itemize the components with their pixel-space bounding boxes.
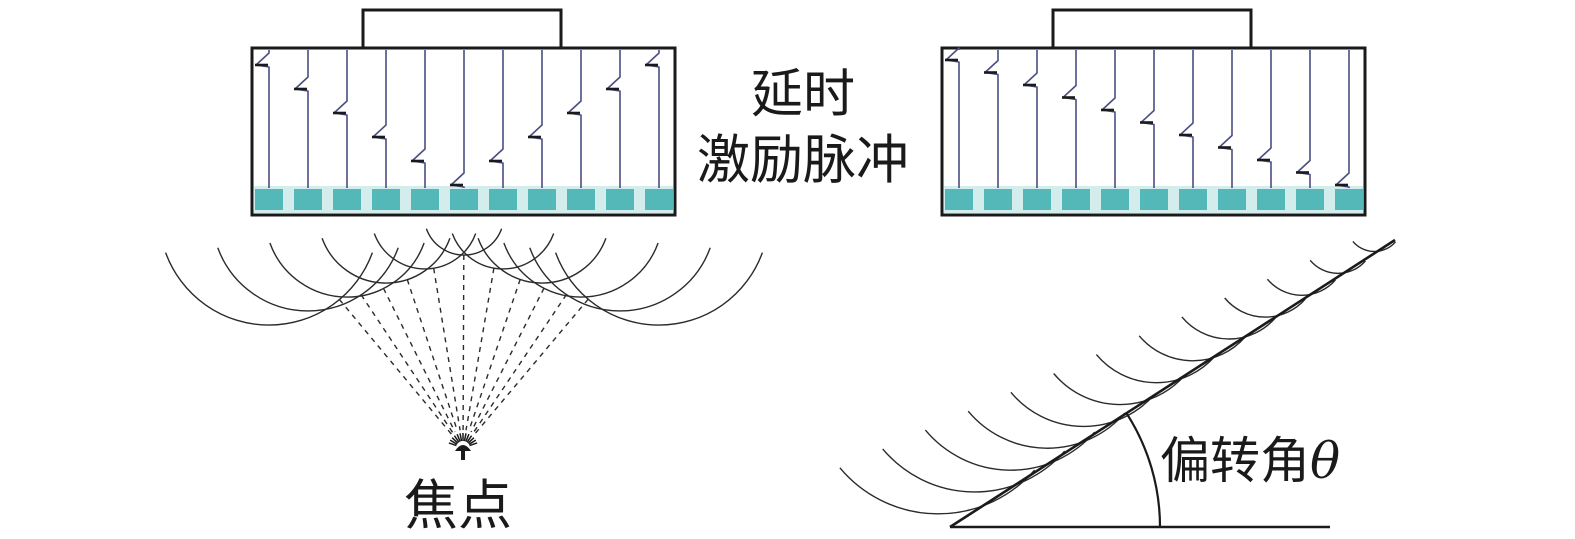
focus-ray-tick [453,435,460,443]
focus-ray-tick [469,442,478,447]
steering-array-element [1257,189,1285,210]
focusing-array-element [645,189,673,210]
focusing-ray [382,288,456,433]
focus-ray-tick [465,433,470,442]
steered-wavefront-arc [1053,373,1186,406]
focusing-wavefront-arc [217,247,399,312]
focusing-array-element [411,189,439,210]
focusing-wavefront-arc [554,252,764,326]
focusing-array-element [333,189,361,210]
steered-wavefront-arc [1010,391,1156,428]
focus-ray-tick [463,433,467,442]
steering-angle-geometry [949,238,1396,529]
steering-array-element [984,189,1012,210]
focal-point-marker [448,433,478,460]
steered-wavefront-arc [967,410,1126,449]
focusing-ray [360,294,454,434]
steering-probe [940,8,1367,217]
focusing-rays [338,254,589,435]
focusing-ray [406,279,459,432]
focusing-array-element [606,189,634,210]
focusing-wavefront-arc [425,228,503,256]
delay-label-line1: 延时 [751,65,855,125]
steered-wavefront-arc [882,448,1066,493]
focusing-wavefronts [164,228,764,326]
focusing-wavefront-arc [164,252,374,326]
focus-ray-tick [448,442,457,447]
focusing-array-element [372,189,400,210]
focusing-wavefront-arc [529,247,711,312]
focusing-ray [465,268,495,431]
focus-ray-tick [456,433,461,442]
focusing-ray [470,287,545,433]
focus-label: 焦点 [404,474,512,537]
steered-wavefront-arc [839,467,1036,515]
delay-label-line2: 激励脉冲 [697,130,909,191]
theta-symbol: θ [1310,432,1340,490]
focusing-wavefront-arc [373,233,477,270]
steered-wavefront-envelope [949,238,1396,529]
focus-ray-tick [449,439,458,445]
focusing-array-element [294,189,322,210]
focusing-array-element [528,189,556,210]
steered-wavefront-arc [1181,316,1276,340]
steered-wavefront-arc [1309,259,1366,275]
steered-wavefront-arc [1352,240,1397,253]
steering-angle-label: 偏转角θ [1160,432,1340,490]
focus-ray-tick [468,439,477,445]
focusing-array-element [489,189,517,210]
focusing-wavefront-arc [477,238,607,284]
focus-ray-tick [451,437,459,444]
focus-ray-tick [466,435,473,443]
steering-array-element [1062,189,1090,210]
steering-array-element [1179,189,1207,210]
focusing-array-element [450,189,478,210]
focusing-wavefront-arc [503,242,659,298]
steering-array-element [1140,189,1168,210]
focusing-array-element [255,189,283,210]
focus-ray-tick [467,437,475,444]
steered-wavefront-arc [1138,335,1246,362]
focusing-wavefront-arc [321,238,451,284]
steered-wavefront-arc [924,429,1096,471]
focusing-array-element [567,189,595,210]
steering-array-element [1023,189,1051,210]
focusing-wavefront-arc [451,233,555,270]
focusing-ray [433,268,461,431]
steered-wavefront-arc [1095,354,1216,384]
focusing-connector [361,8,563,50]
focus-stem [461,451,465,460]
steering-connector [1051,8,1253,50]
steering-array-element [1218,189,1246,210]
steering-array-element [945,189,973,210]
steering-array-element [1296,189,1324,210]
steered-wavefront-arc [1224,297,1306,318]
steering-angle-arc [1125,412,1162,528]
steered-wavefronts [839,240,1397,515]
steering-angle-text: 偏转角 [1160,432,1310,490]
steering-array-element [1335,189,1363,210]
steering-array-element [1101,189,1129,210]
focusing-ray [468,279,521,432]
focus-dome [455,445,471,451]
focusing-ray [472,294,567,434]
steered-wavefront-arc [1266,278,1336,296]
focus-ray-tick [459,433,463,442]
focusing-probe [250,8,677,217]
